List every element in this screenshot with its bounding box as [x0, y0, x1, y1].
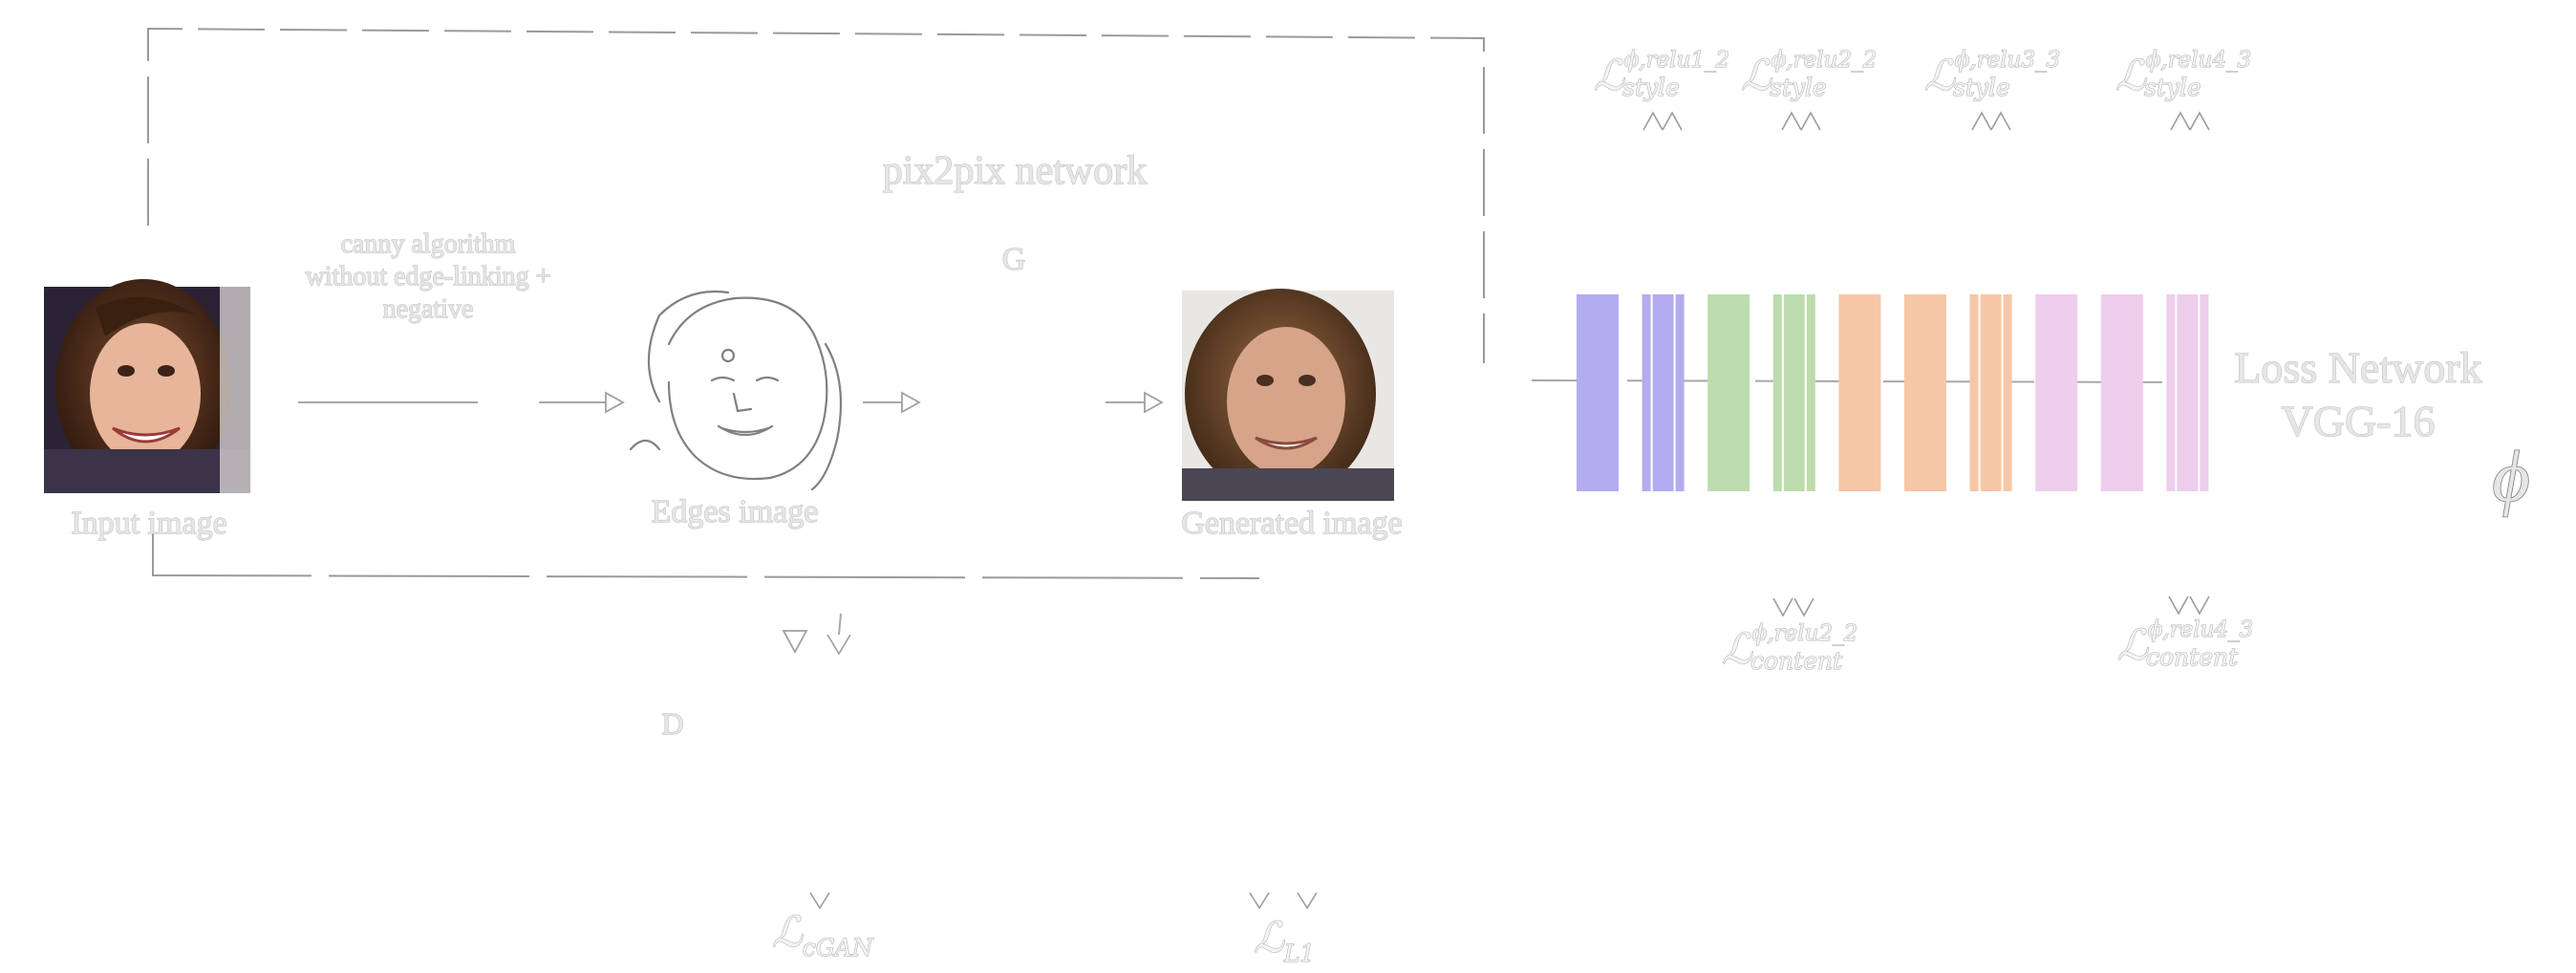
generated-image-caption: Generated image [1181, 506, 1402, 541]
vgg-block [2166, 294, 2209, 491]
vgg-block [1969, 294, 2012, 491]
vgg-block [2035, 294, 2078, 491]
vgg-block [1642, 294, 1685, 491]
loss-network-label-line-2: VGG-16 [2282, 397, 2436, 445]
edge-step-line-1: canny algorithm [341, 229, 516, 259]
vgg-block [1577, 294, 1619, 491]
vgg-block [2100, 294, 2143, 491]
edge-step-line-2: without edge-linking + [306, 262, 551, 292]
input-image [44, 279, 250, 493]
cgan-loss: ℒcGAN [772, 908, 874, 962]
gan-losses: ℒcGAN ℒL1 [771, 907, 1315, 967]
pix2pix-frame [147, 27, 1485, 579]
vgg16-blocks [1577, 294, 2209, 491]
edges-image [629, 290, 843, 491]
gan-loss-arrows [809, 892, 1318, 910]
vgg-block [1838, 294, 1881, 491]
vgg-block [1707, 294, 1750, 491]
network-title: pix2pix network [883, 149, 1147, 193]
vgg-block [1904, 294, 1946, 491]
loss-network-label-line-1: Loss Network [2234, 343, 2481, 392]
generated-image [1182, 289, 1394, 501]
style-loss-arrows [1642, 111, 2210, 131]
content-loss-arrows [1772, 595, 2210, 617]
text-labels: pix2pix network G D canny algorithm with… [71, 148, 2531, 741]
edge-step-line-3: negative [383, 294, 474, 324]
generator-label: G [1002, 242, 1026, 277]
l1-loss: ℒL1 [1254, 914, 1315, 967]
edges-image-caption: Edges image [652, 494, 819, 530]
input-image-caption: Input image [71, 506, 226, 541]
vgg-block [1772, 294, 1815, 491]
discriminator-arrows [782, 613, 851, 656]
phi-symbol: ϕ [2492, 437, 2529, 517]
discriminator-label: D [661, 706, 683, 741]
